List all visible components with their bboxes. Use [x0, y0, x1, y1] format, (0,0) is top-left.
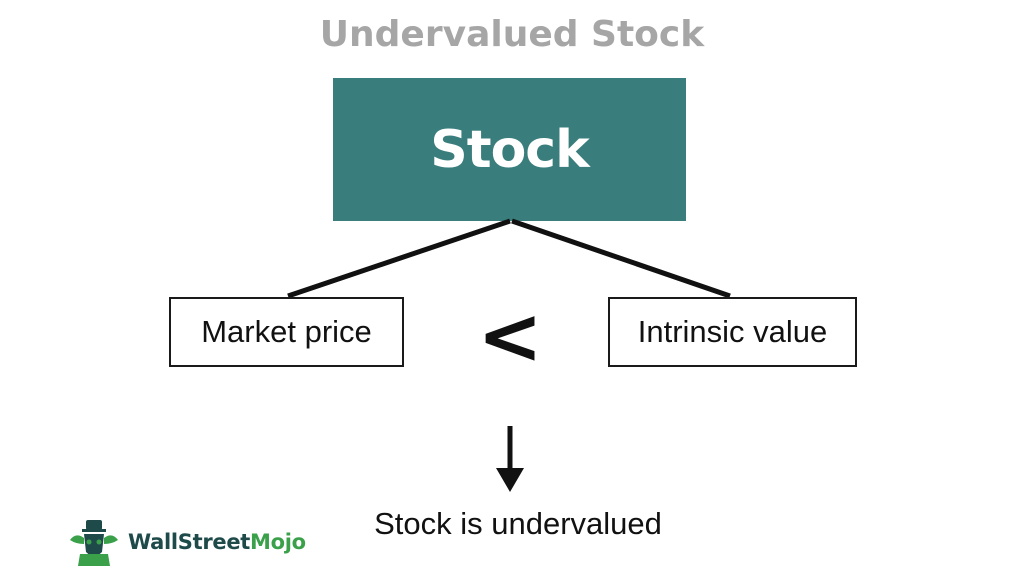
- root-node: Stock: [333, 78, 686, 221]
- wallstreetmojo-logo: WallStreetMojo: [66, 518, 306, 566]
- logo-text-wallstreet: WallStreet: [128, 530, 251, 554]
- connector-right: [511, 218, 731, 299]
- less-than-operator: <: [477, 292, 543, 382]
- diagram-title: Undervalued Stock: [319, 14, 705, 55]
- conclusion-text: Stock is undervalued: [374, 506, 662, 541]
- logo-text-mojo: Mojo: [250, 530, 306, 554]
- market-price-label: Market price: [201, 314, 372, 349]
- connector-left: [287, 218, 511, 299]
- market-price-node: Market price: [169, 297, 404, 367]
- bull-mascot-icon: [70, 520, 118, 566]
- logo-wordmark: WallStreetMojo: [128, 530, 306, 554]
- intrinsic-value-label: Intrinsic value: [637, 314, 828, 349]
- root-node-label: Stock: [430, 119, 589, 180]
- arrow-head-icon: [496, 468, 524, 492]
- intrinsic-value-node: Intrinsic value: [608, 297, 857, 367]
